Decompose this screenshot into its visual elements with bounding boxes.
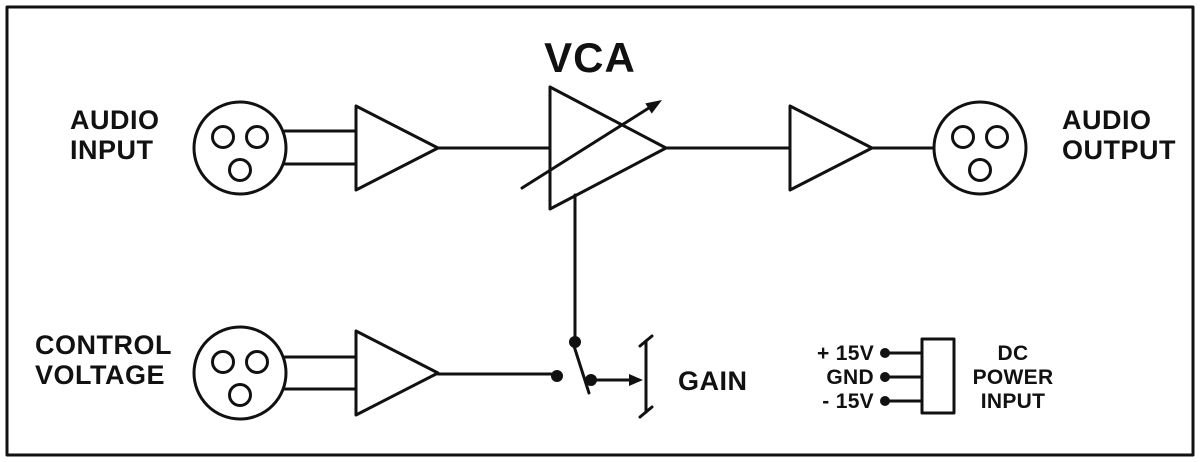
gain-pot	[638, 334, 654, 419]
cv-buffer-amp	[354, 329, 440, 417]
power-minus15v-label: - 15V	[822, 390, 874, 413]
power-plus15v-label: + 15V	[817, 342, 874, 365]
audio-input-label-line1: AUDIO	[70, 105, 160, 135]
control-voltage-xlr	[192, 325, 288, 421]
vca-amplifier	[520, 85, 668, 211]
control-voltage-label-line1: CONTROL	[35, 330, 172, 360]
switch-common-contact	[569, 336, 581, 348]
audio-input-xlr	[192, 100, 288, 196]
cv-switch	[551, 336, 597, 395]
dc-power-label-line2: POWER	[973, 366, 1054, 389]
audio-output-label-line2: OUTPUT	[1062, 135, 1176, 165]
xlr-body	[192, 100, 288, 196]
xlr-pin	[245, 350, 269, 374]
xlr-pin	[211, 125, 235, 149]
audio-input-label-line2: INPUT	[70, 135, 154, 165]
dc-power-section: + 15V GND - 15V DC POWER INPUT	[817, 337, 1054, 415]
pot-end-tick-top	[638, 334, 654, 348]
xlr-pin	[228, 158, 252, 182]
control-voltage-label-line2: VOLTAGE	[35, 360, 165, 390]
vca-title: VCA	[544, 34, 636, 81]
dc-power-connector	[920, 337, 956, 415]
xlr-pin	[951, 125, 975, 149]
power-gnd-label: GND	[826, 366, 874, 389]
gain-label: GAIN	[678, 366, 748, 396]
pot-end-tick-bottom	[638, 405, 654, 419]
vca-triangle	[548, 85, 668, 211]
xlr-pin	[211, 350, 235, 374]
xlr-pin	[228, 383, 252, 407]
xlr-pin	[985, 125, 1009, 149]
pot-wiper-arrowhead-icon	[629, 374, 643, 386]
xlr-body	[192, 325, 288, 421]
dc-power-label-line3: INPUT	[981, 390, 1046, 413]
xlr-pin	[245, 125, 269, 149]
input-buffer-amp	[354, 104, 440, 192]
switch-cv-contact	[551, 370, 563, 382]
switch-gain-contact	[585, 374, 597, 386]
audio-output-label-line1: AUDIO	[1062, 105, 1152, 135]
xlr-pin	[968, 158, 992, 182]
output-buffer-amp	[788, 104, 874, 192]
xlr-body	[932, 100, 1028, 196]
dc-power-label-line1: DC	[998, 342, 1029, 365]
audio-output-xlr	[932, 100, 1028, 196]
vca-variable-arrow-line	[520, 104, 654, 190]
vca-variable-arrowhead-icon	[645, 100, 662, 114]
switch-lever	[572, 344, 591, 395]
